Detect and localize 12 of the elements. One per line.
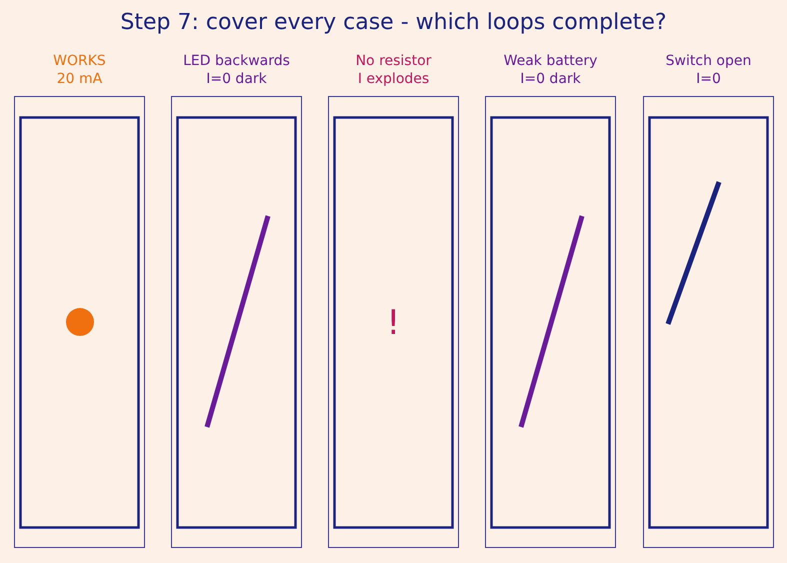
- diagram-title: Step 7: cover every case - which loops complete?: [119, 10, 668, 35]
- case-heading: LED backwards: [182, 52, 291, 70]
- case-heading: Switch open: [664, 52, 752, 70]
- case-result: I=0: [695, 70, 722, 88]
- case-heading: Weak battery: [502, 52, 598, 70]
- case-result: I explodes: [356, 70, 430, 88]
- warning-mark: !: [386, 305, 400, 341]
- case-result: 20 mA: [56, 70, 104, 88]
- case-heading: No resistor: [354, 52, 432, 70]
- case-heading: WORKS: [52, 52, 107, 70]
- case-result: I=0 dark: [205, 70, 268, 88]
- case-result: I=0 dark: [519, 70, 582, 88]
